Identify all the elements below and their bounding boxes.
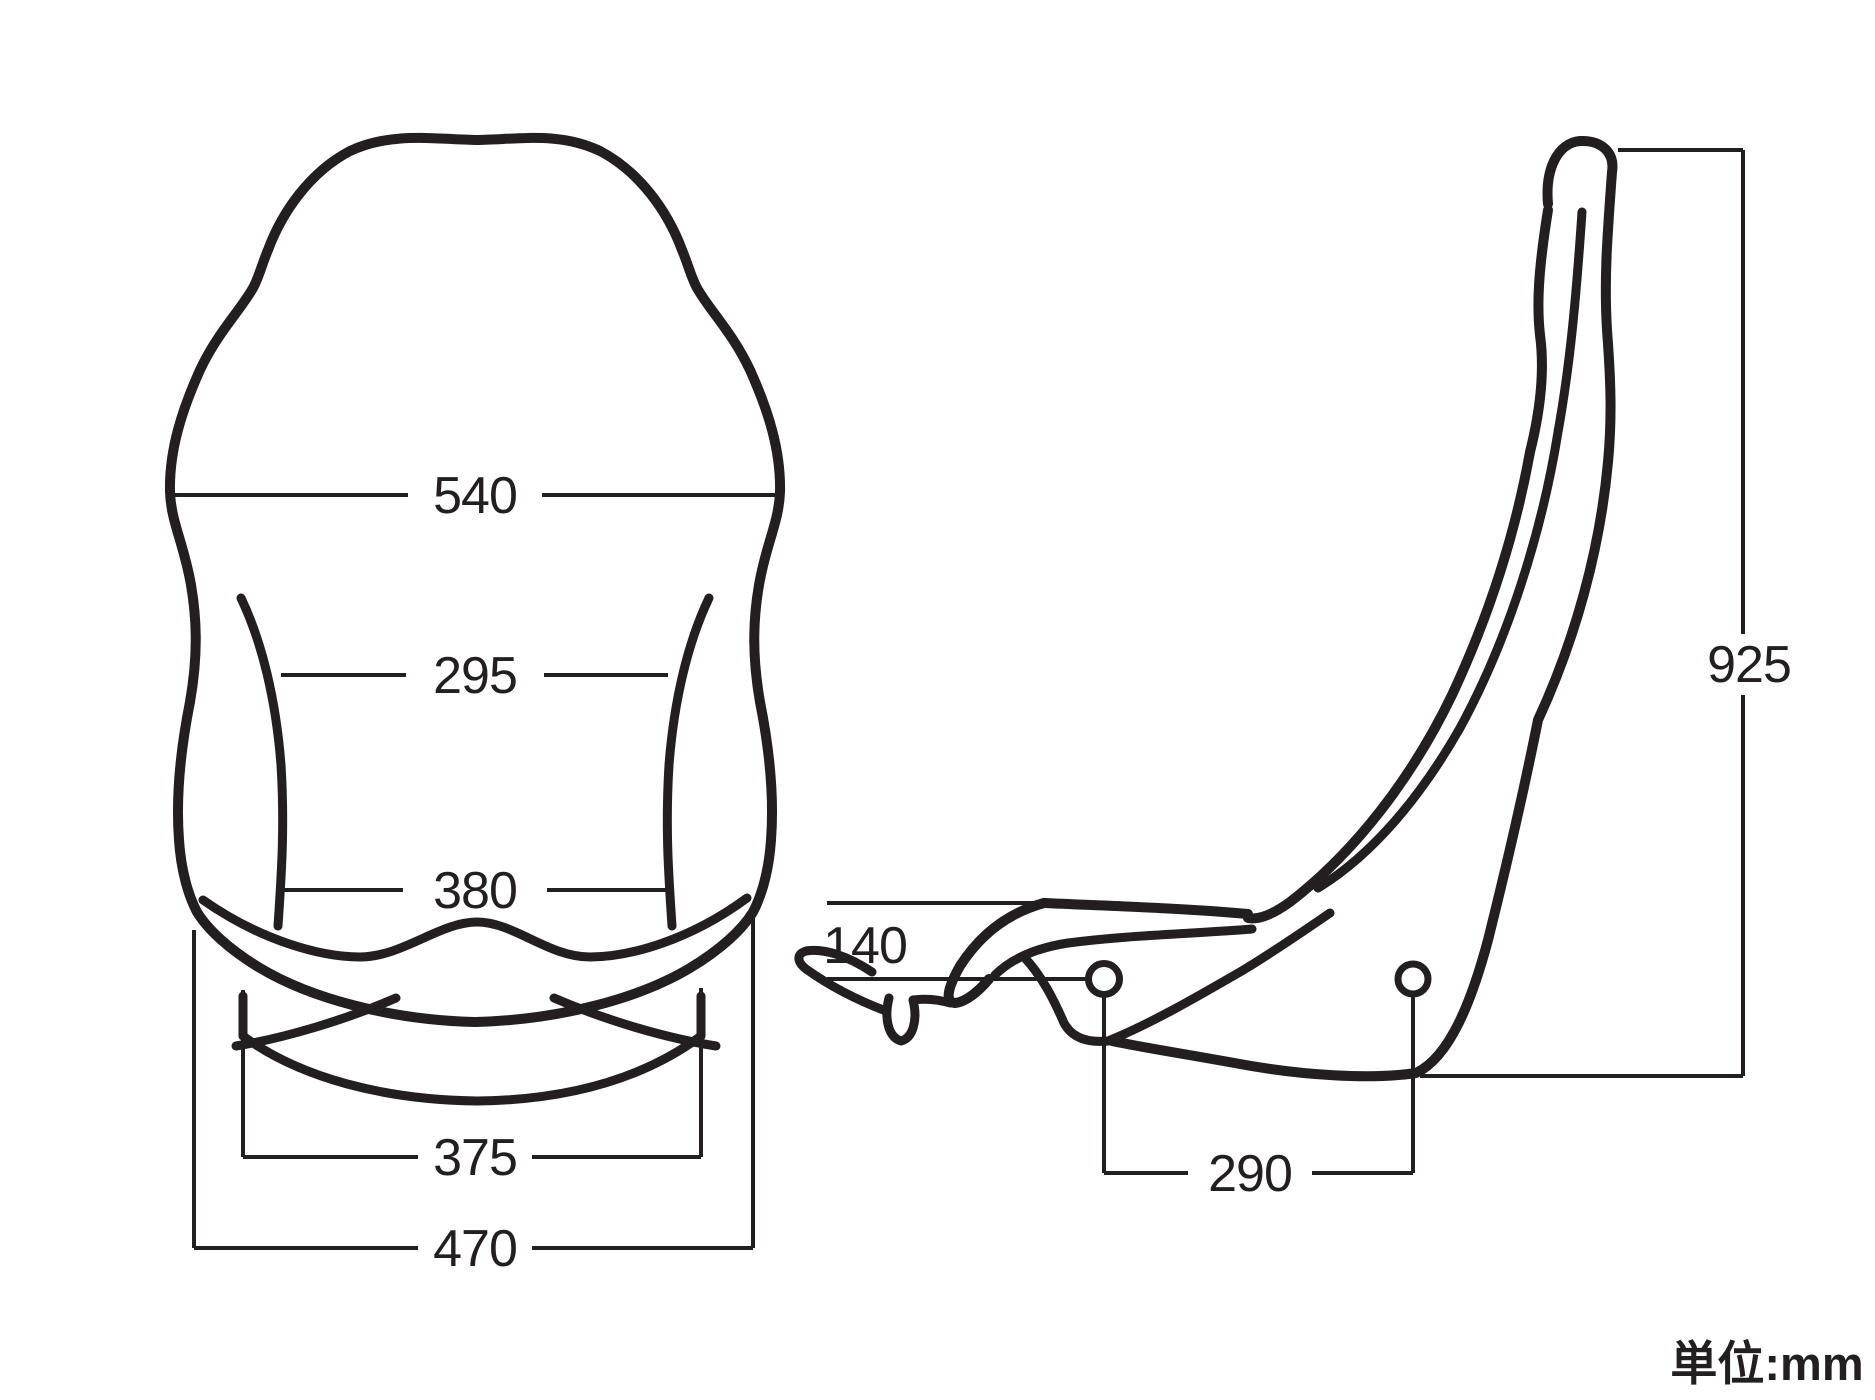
dim-label-375: 375 <box>433 1129 517 1187</box>
dim-label-140: 140 <box>823 917 907 975</box>
dim-label-290: 290 <box>1208 1145 1292 1203</box>
side-bracket-edge <box>1103 908 1335 1046</box>
front-view: 540 295 380 375 470 <box>164 132 786 1278</box>
side-seat-top-line <box>1039 898 1253 919</box>
side-shell-middle-line <box>1313 207 1587 893</box>
dimension-470: 470 <box>192 915 755 1278</box>
side-mount-foot <box>882 993 955 1046</box>
side-cushion-line <box>990 924 1257 980</box>
dim-label-540: 540 <box>433 467 517 525</box>
dimension-380: 380 <box>282 862 668 920</box>
dim-label-925: 925 <box>1707 636 1791 694</box>
side-front-face-line <box>1243 205 1553 924</box>
dimension-925: 925 <box>1420 148 1792 1078</box>
side-rear-outline <box>1107 136 1618 1082</box>
dim-label-380: 380 <box>433 862 517 920</box>
dimension-540: 540 <box>175 467 778 525</box>
rear-bolt-hole <box>1394 960 1432 998</box>
side-underseat-curve <box>1019 952 1113 1046</box>
unit-note: 単位:mm <box>1670 1337 1863 1390</box>
side-mount-tab <box>794 945 891 1016</box>
dim-label-295: 295 <box>433 647 517 705</box>
dimension-295: 295 <box>281 647 668 705</box>
front-outline <box>164 132 786 1027</box>
right-bolster-line <box>662 593 714 931</box>
right-crease-line <box>549 993 721 1051</box>
left-crease-line <box>231 993 401 1051</box>
seat-band-top-edge <box>198 893 752 962</box>
dimension-290: 290 <box>1102 996 1415 1203</box>
dimension-140: 140 <box>823 901 1089 981</box>
dim-label-470: 470 <box>433 1220 517 1278</box>
side-seat-nose <box>943 898 1049 1008</box>
seat-front-lip <box>238 991 706 1106</box>
side-view: 140 290 925 <box>794 136 1792 1203</box>
dimension-375: 375 <box>241 988 703 1187</box>
front-bolt-hole <box>1085 960 1123 998</box>
left-bolster-line <box>236 593 288 931</box>
